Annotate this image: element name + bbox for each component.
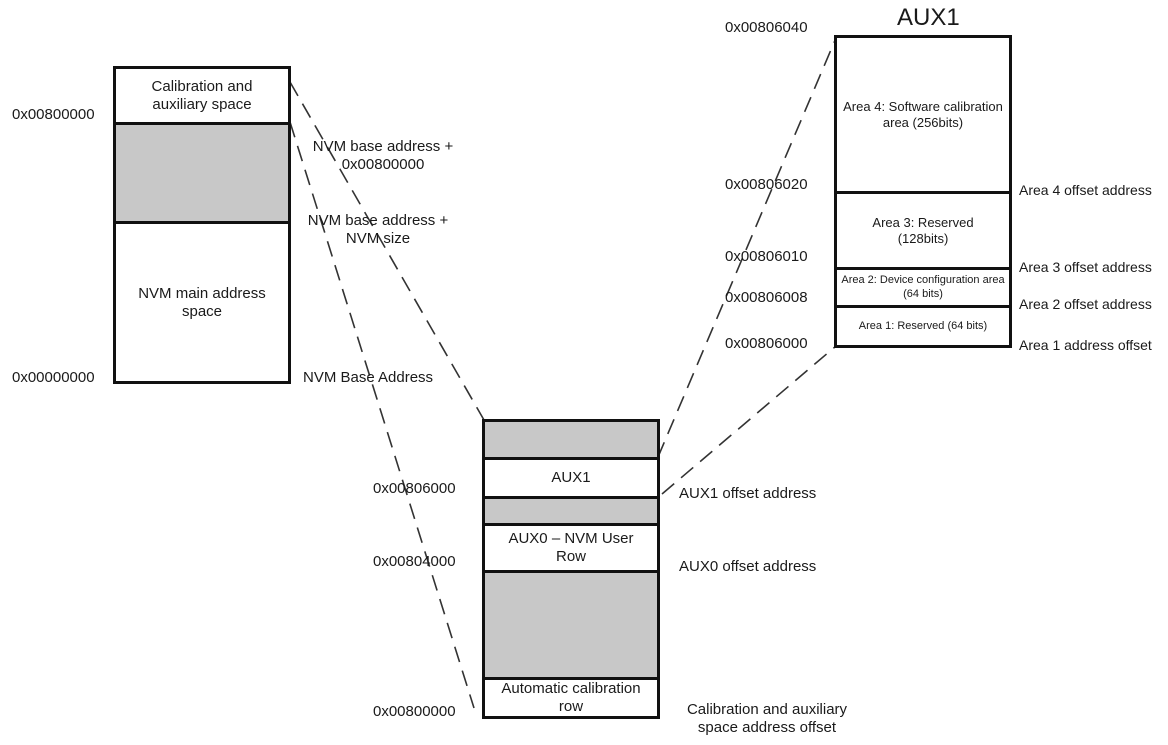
- addr-cal: 0x00800000: [373, 703, 456, 720]
- connector-cal-top: [289, 81, 485, 421]
- note-area4-offset: Area 4 offset address: [1019, 182, 1152, 198]
- addr-area2: 0x00806008: [725, 289, 808, 306]
- addr-area3: 0x00806010: [725, 248, 808, 265]
- aux1-detail-map: Area 4: Software calibration area (256bi…: [834, 35, 1012, 348]
- addr-aux0: 0x00804000: [373, 553, 456, 570]
- connector-cal-bottom: [289, 121, 475, 709]
- note-cal-base: NVM base address + 0x00800000: [312, 138, 454, 173]
- calibration-space-cell: Calibration and auxiliary space: [151, 77, 253, 113]
- addr-aux1: 0x00806000: [373, 480, 456, 497]
- note-nvm-end: NVM base address + NVM size: [307, 212, 449, 247]
- note-aux1-offset: AUX1 offset address: [679, 485, 817, 502]
- connector-aux1-top: [657, 37, 837, 458]
- addr-aux1-top: 0x00806040: [725, 19, 808, 36]
- addr-area4: 0x00806020: [725, 176, 808, 193]
- aux1-title: AUX1: [897, 4, 960, 31]
- connector-aux1-bottom: [661, 345, 837, 495]
- area2-cell: Area 2: Device configuration area (64 bi…: [837, 267, 1009, 305]
- aux1-cell: AUX1: [485, 457, 657, 496]
- addr-nvm-base: 0x00000000: [12, 369, 95, 386]
- area3-cell: Area 3: Reserved (128bits): [837, 191, 1009, 267]
- note-area2-offset: Area 2 offset address: [1019, 296, 1152, 312]
- addr-area1: 0x00806000: [725, 335, 808, 352]
- auto-cal-row-cell: Automatic calibration row: [485, 677, 657, 716]
- reserved-cell: [116, 122, 288, 221]
- area1-cell: Area 1: Reserved (64 bits): [837, 305, 1009, 345]
- note-area3-offset: Area 3 offset address: [1019, 259, 1152, 275]
- note-nvm-base: NVM Base Address: [303, 369, 434, 386]
- addr-cal-base: 0x00800000: [12, 106, 95, 123]
- note-aux0-offset: AUX0 offset address: [679, 558, 817, 575]
- note-cal-offset: Calibration and auxiliary space address …: [686, 701, 848, 736]
- note-area1-offset: Area 1 address offset: [1019, 337, 1152, 353]
- nvm-memory-map: Calibration and auxiliary space NVM main…: [113, 66, 291, 384]
- calibration-aux-map: AUX1 AUX0 – NVM User Row Automatic calib…: [482, 419, 660, 719]
- area4-cell: Area 4: Software calibration area (256bi…: [843, 98, 1003, 130]
- aux0-cell: AUX0 – NVM User Row: [485, 523, 657, 570]
- reserved-top-cell: [485, 422, 657, 457]
- reserved-bottom-cell: [485, 570, 657, 677]
- reserved-mid-cell: [485, 496, 657, 523]
- nvm-main-space-cell: NVM main address space: [116, 221, 288, 381]
